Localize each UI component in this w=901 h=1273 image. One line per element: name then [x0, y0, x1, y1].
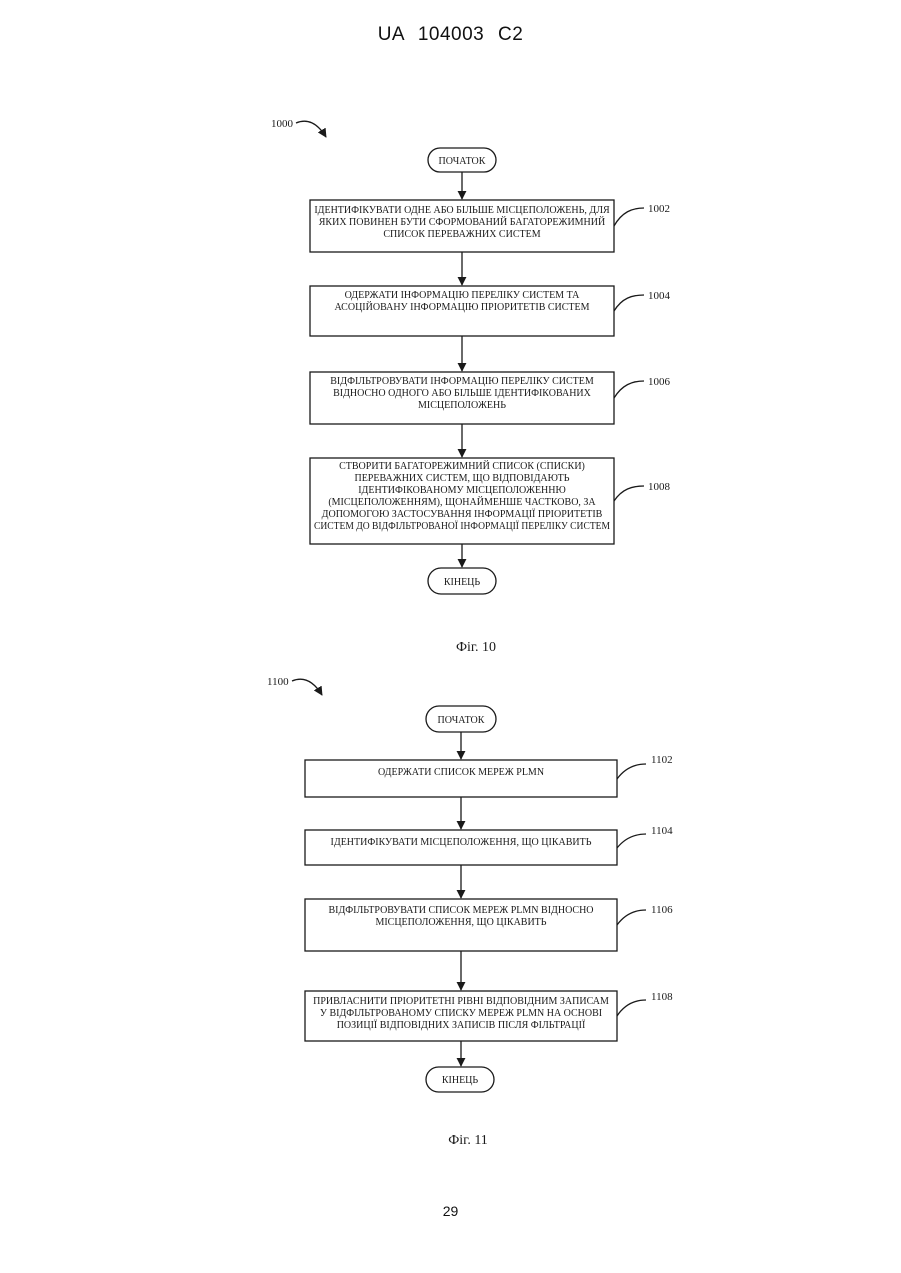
svg-text:СПИСОК ПЕРЕВАЖНИХ СИСТЕМ: СПИСОК ПЕРЕВАЖНИХ СИСТЕМ: [383, 229, 540, 240]
svg-text:МІСЦЕПОЛОЖЕННЯ, ЩО ЦІКАВИТЬ: МІСЦЕПОЛОЖЕННЯ, ЩО ЦІКАВИТЬ: [375, 917, 546, 928]
fig11-step-1106: ВІДФІЛЬТРОВУВАТИ СПИСОК МЕРЕЖ PLMN ВІДНО…: [305, 899, 673, 951]
svg-text:ПРИВЛАСНИТИ ПРІОРИТЕТНІ РІВНІ: ПРИВЛАСНИТИ ПРІОРИТЕТНІ РІВНІ ВІДПОВІДНИ…: [313, 996, 609, 1007]
svg-text:1004: 1004: [648, 290, 671, 302]
figure-10: 1000 ПОЧАТОК ІДЕНТИФІКУВАТИ ОДНЕ АБО БІЛ…: [271, 118, 671, 655]
fig11-step-1104: ІДЕНТИФІКУВАТИ МІСЦЕПОЛОЖЕННЯ, ЩО ЦІКАВИ…: [305, 825, 673, 865]
fig11-start-terminal: ПОЧАТОК: [426, 706, 496, 732]
svg-text:У ВІДФІЛЬТРОВАНОМУ СПИСКУ МЕРЕ: У ВІДФІЛЬТРОВАНОМУ СПИСКУ МЕРЕЖ PLMN НА …: [320, 1008, 602, 1019]
fig10-start-terminal: ПОЧАТОК: [428, 148, 496, 172]
svg-text:ІДЕНТИФІКУВАТИ МІСЦЕПОЛОЖЕННЯ,: ІДЕНТИФІКУВАТИ МІСЦЕПОЛОЖЕННЯ, ЩО ЦІКАВИ…: [331, 837, 592, 848]
fig11-caption: Фіг. 11: [448, 1133, 488, 1148]
page-number: 29: [0, 1203, 901, 1219]
svg-text:1106: 1106: [651, 904, 673, 916]
fig10-caption: Фіг. 10: [456, 640, 496, 655]
fig10-step-1008: СТВОРИТИ БАГАТОРЕЖИМНИЙ СПИСОК (СПИСКИ) …: [310, 458, 671, 544]
svg-text:МІСЦЕПОЛОЖЕНЬ: МІСЦЕПОЛОЖЕНЬ: [418, 400, 506, 411]
fig10-end-terminal: КІНЕЦЬ: [428, 568, 496, 594]
svg-text:ПЕРЕВАЖНИХ СИСТЕМ, ЩО ВІДПОВІД: ПЕРЕВАЖНИХ СИСТЕМ, ЩО ВІДПОВІДАЮТЬ: [354, 473, 569, 484]
fig11-step-1108: ПРИВЛАСНИТИ ПРІОРИТЕТНІ РІВНІ ВІДПОВІДНИ…: [305, 991, 673, 1041]
svg-text:1108: 1108: [651, 991, 673, 1003]
svg-text:1000: 1000: [271, 118, 294, 130]
svg-text:1100: 1100: [267, 676, 289, 688]
svg-text:1002: 1002: [648, 203, 670, 215]
svg-text:ВІДФІЛЬТРОВУВАТИ СПИСОК МЕРЕЖ: ВІДФІЛЬТРОВУВАТИ СПИСОК МЕРЕЖ PLMN ВІДНО…: [328, 905, 593, 916]
svg-text:(МІСЦЕПОЛОЖЕННЯМ), ЩОНАЙМЕНШЕ: (МІСЦЕПОЛОЖЕННЯМ), ЩОНАЙМЕНШЕ ЧАСТКОВО, …: [328, 496, 596, 508]
svg-text:ІДЕНТИФІКОВАНОМУ МІСЦЕПОЛОЖЕНН: ІДЕНТИФІКОВАНОМУ МІСЦЕПОЛОЖЕННЮ: [358, 485, 566, 496]
svg-text:1008: 1008: [648, 481, 671, 493]
svg-text:1006: 1006: [648, 376, 671, 388]
svg-text:ПОЧАТОК: ПОЧАТОК: [439, 156, 486, 167]
svg-text:ВІДНОСНО ОДНОГО АБО БІЛЬШЕ ІДЕ: ВІДНОСНО ОДНОГО АБО БІЛЬШЕ ІДЕНТИФІКОВАН…: [333, 388, 592, 399]
svg-text:АСОЦІЙОВАНУ ІНФОРМАЦІЮ ПРІОРИТ: АСОЦІЙОВАНУ ІНФОРМАЦІЮ ПРІОРИТЕТІВ СИСТЕ…: [334, 301, 589, 313]
svg-text:ОДЕРЖАТИ ІНФОРМАЦІЮ ПЕРЕЛІКУ С: ОДЕРЖАТИ ІНФОРМАЦІЮ ПЕРЕЛІКУ СИСТЕМ ТА: [345, 290, 581, 301]
figure-11: 1100 ПОЧАТОК ОДЕРЖАТИ СПИСОК МЕРЕЖ PLMN …: [267, 676, 673, 1148]
fig11-figure-ref: 1100: [267, 676, 322, 695]
fig10-figure-ref: 1000: [271, 118, 326, 137]
svg-text:ОДЕРЖАТИ СПИСОК МЕРЕЖ PLMN: ОДЕРЖАТИ СПИСОК МЕРЕЖ PLMN: [378, 767, 544, 778]
fig11-end-terminal: КІНЕЦЬ: [426, 1067, 494, 1092]
svg-text:1104: 1104: [651, 825, 673, 837]
svg-text:ЯКИХ ПОВИНЕН БУТИ СФОРМОВАНИЙ: ЯКИХ ПОВИНЕН БУТИ СФОРМОВАНИЙ БАГАТОРЕЖИ…: [319, 216, 605, 228]
fig10-step-1004: ОДЕРЖАТИ ІНФОРМАЦІЮ ПЕРЕЛІКУ СИСТЕМ ТА А…: [310, 286, 671, 336]
svg-text:ІДЕНТИФІКУВАТИ ОДНЕ АБО БІЛЬШЕ: ІДЕНТИФІКУВАТИ ОДНЕ АБО БІЛЬШЕ МІСЦЕПОЛО…: [314, 205, 610, 216]
svg-text:ПОЧАТОК: ПОЧАТОК: [438, 715, 485, 726]
svg-text:1102: 1102: [651, 754, 673, 766]
fig10-step-1002: ІДЕНТИФІКУВАТИ ОДНЕ АБО БІЛЬШЕ МІСЦЕПОЛО…: [310, 200, 670, 252]
fig10-step-1006: ВІДФІЛЬТРОВУВАТИ ІНФОРМАЦІЮ ПЕРЕЛІКУ СИС…: [310, 372, 671, 424]
svg-text:ДОПОМОГОЮ ЗАСТОСУВАННЯ ІНФОРМА: ДОПОМОГОЮ ЗАСТОСУВАННЯ ІНФОРМАЦІЇ ПРІОРИ…: [322, 508, 603, 520]
svg-text:КІНЕЦЬ: КІНЕЦЬ: [442, 1075, 479, 1086]
svg-text:ПОЗИЦІЇ ВІДПОВІДНИХ ЗАПИСІВ ПІ: ПОЗИЦІЇ ВІДПОВІДНИХ ЗАПИСІВ ПІСЛЯ ФІЛЬТР…: [337, 1019, 586, 1031]
svg-text:ВІДФІЛЬТРОВУВАТИ ІНФОРМАЦІЮ ПЕ: ВІДФІЛЬТРОВУВАТИ ІНФОРМАЦІЮ ПЕРЕЛІКУ СИС…: [330, 376, 594, 387]
svg-text:СИСТЕМ ДО ВІДФІЛЬТРОВАНОЇ ІНФО: СИСТЕМ ДО ВІДФІЛЬТРОВАНОЇ ІНФОРМАЦІЇ ПЕР…: [314, 520, 610, 532]
fig11-step-1102: ОДЕРЖАТИ СПИСОК МЕРЕЖ PLMN 1102: [305, 754, 673, 797]
svg-text:СТВОРИТИ БАГАТОРЕЖИМНИЙ СПИСОК: СТВОРИТИ БАГАТОРЕЖИМНИЙ СПИСОК (СПИСКИ): [339, 460, 585, 472]
svg-text:КІНЕЦЬ: КІНЕЦЬ: [444, 577, 481, 588]
